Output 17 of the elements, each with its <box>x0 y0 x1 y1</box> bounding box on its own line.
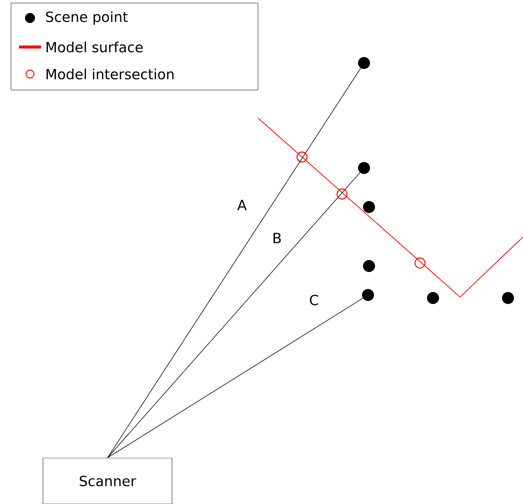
scanner-box: Scanner <box>42 458 172 504</box>
legend-text: Scene point <box>46 11 128 25</box>
scene-point <box>362 289 374 301</box>
legend-text: Model intersection <box>46 68 174 80</box>
edge-label: C <box>308 294 320 306</box>
scene-point <box>427 292 439 304</box>
edge-label: B <box>271 232 283 244</box>
legend-text: Model surface <box>46 42 143 52</box>
scene-point <box>363 260 375 272</box>
scene-point <box>363 201 375 213</box>
ray-line <box>107 172 360 458</box>
scene-point <box>358 57 370 69</box>
edge-label: A <box>236 198 248 212</box>
scene-point <box>502 292 514 304</box>
scene-point <box>358 162 370 174</box>
ray-line <box>107 68 361 458</box>
ray-line <box>107 298 364 458</box>
